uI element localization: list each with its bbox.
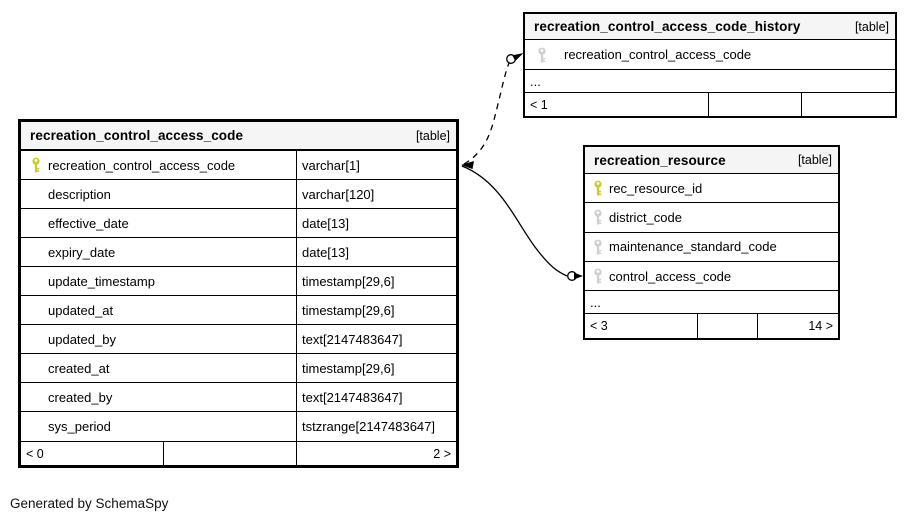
related-count-right: 14 > — [757, 314, 838, 339]
column-row: created_by text[2147483647] — [21, 383, 456, 412]
column-type: varchar[1] — [296, 151, 456, 179]
table-title[interactable]: recreation_control_access_code — [30, 128, 244, 143]
column-name: district_code — [609, 209, 682, 225]
column-type: varchar[120] — [296, 180, 456, 208]
table-header[interactable]: recreation_control_access_code_history [… — [525, 14, 895, 40]
table-footer: < 0 2 > — [21, 441, 456, 465]
related-count-left: < 0 — [26, 446, 44, 461]
column-row: updated_at timestamp[29,6] — [21, 296, 456, 325]
connector-arrow-resource — [574, 272, 583, 280]
column-type: timestamp[29,6] — [296, 354, 456, 382]
connector-dashed-history — [463, 62, 510, 165]
column-type: date[13] — [296, 209, 456, 237]
primary-key-icon — [31, 157, 41, 173]
column-type: timestamp[29,6] — [296, 296, 456, 324]
generator-note: Generated by SchemaSpy — [10, 496, 169, 511]
related-count-left: < 3 — [590, 319, 608, 334]
table-recreation-resource[interactable]: recreation_resource [table] rec_resource… — [583, 145, 840, 341]
table-recreation-control-access-code[interactable]: recreation_control_access_code [table] r… — [18, 119, 459, 468]
column-name: created_by — [48, 389, 113, 405]
more-columns-ellipsis: ... — [585, 291, 838, 315]
column-row: updated_by text[2147483647] — [21, 325, 456, 354]
table-recreation-control-access-code-history[interactable]: recreation_control_access_code_history [… — [523, 12, 897, 118]
column-row: rec_resource_id — [585, 174, 838, 204]
connector-circle-history — [506, 54, 516, 64]
column-type: tstzrange[2147483647] — [296, 412, 456, 441]
related-count-right: 2 > — [296, 442, 456, 465]
table-footer: < 3 14 > — [585, 314, 838, 339]
foreign-key-icon — [593, 209, 603, 225]
table-header[interactable]: recreation_resource [table] — [585, 147, 838, 174]
connector-arrow-main — [461, 161, 474, 169]
column-row: update_timestamp timestamp[29,6] — [21, 267, 456, 296]
column-name: rec_resource_id — [609, 180, 703, 196]
related-count-left: < 1 — [530, 97, 548, 112]
column-name: updated_at — [48, 302, 114, 318]
column-name: control_access_code — [609, 268, 732, 284]
primary-key-icon — [593, 180, 603, 196]
footer-middle-cell — [697, 314, 757, 339]
column-name: recreation_control_access_code — [564, 47, 752, 62]
column-row: description varchar[120] — [21, 180, 456, 209]
foreign-key-icon — [537, 47, 547, 63]
table-type-badge: [table] — [415, 128, 450, 143]
column-name: recreation_control_access_code — [48, 157, 236, 173]
foreign-key-icon — [593, 268, 603, 284]
connector-arrow-history — [512, 53, 524, 61]
column-name: sys_period — [48, 419, 111, 434]
column-name: update_timestamp — [48, 273, 155, 289]
column-row: maintenance_standard_code — [585, 233, 838, 262]
table-title[interactable]: recreation_control_access_code_history — [534, 19, 801, 34]
column-row: effective_date date[13] — [21, 209, 456, 238]
table-title[interactable]: recreation_resource — [594, 152, 726, 168]
footer-middle-cell — [708, 93, 801, 116]
table-type-badge: [table] — [854, 19, 889, 34]
table-footer: < 1 — [525, 93, 895, 116]
column-row: sys_period tstzrange[2147483647] — [21, 412, 456, 441]
column-row: expiry_date date[13] — [21, 238, 456, 267]
column-row: control_access_code — [585, 262, 838, 292]
column-row: district_code — [585, 203, 838, 233]
more-columns-ellipsis: ... — [525, 70, 895, 93]
column-name: effective_date — [48, 215, 129, 231]
column-name: maintenance_standard_code — [609, 239, 777, 255]
column-row: recreation_control_access_code — [525, 40, 895, 70]
column-type: timestamp[29,6] — [296, 267, 456, 295]
footer-right-cell — [801, 93, 895, 116]
column-name: description — [48, 186, 111, 202]
column-name: expiry_date — [48, 244, 116, 260]
table-type-badge: [table] — [797, 153, 832, 167]
column-row: recreation_control_access_code varchar[1… — [21, 151, 456, 180]
footer-middle-cell — [163, 442, 296, 465]
connector-circle-resource — [567, 271, 577, 281]
foreign-key-icon — [593, 239, 603, 255]
column-type: text[2147483647] — [296, 383, 456, 411]
column-name: updated_by — [48, 331, 116, 347]
table-header[interactable]: recreation_control_access_code [table] — [21, 122, 456, 151]
connector-solid-resource — [461, 165, 568, 277]
column-type: text[2147483647] — [296, 325, 456, 353]
column-type: date[13] — [296, 238, 456, 266]
column-row: created_at timestamp[29,6] — [21, 354, 456, 383]
column-name: created_at — [48, 360, 110, 376]
